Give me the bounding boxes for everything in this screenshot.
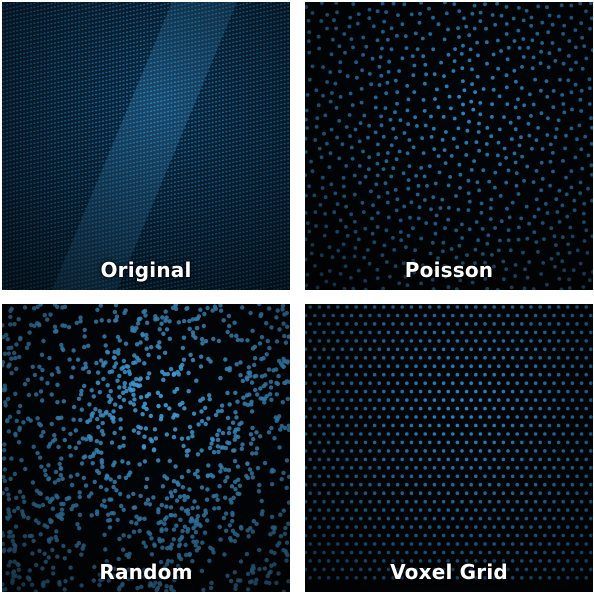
panel-voxel-grid: Voxel Grid	[305, 304, 593, 592]
caption-poisson: Poisson	[404, 258, 494, 282]
panel-poisson: Poisson	[305, 2, 593, 290]
original-point-cloud	[2, 2, 290, 290]
caption-random: Random	[99, 560, 193, 584]
poisson-point-cloud	[305, 2, 593, 290]
random-point-cloud	[2, 304, 290, 592]
panel-original: Original	[2, 2, 290, 290]
caption-original: Original	[100, 258, 192, 282]
caption-voxel-grid: Voxel Grid	[390, 560, 508, 584]
voxel-grid-point-cloud	[305, 304, 593, 592]
panel-random: Random	[2, 304, 290, 592]
